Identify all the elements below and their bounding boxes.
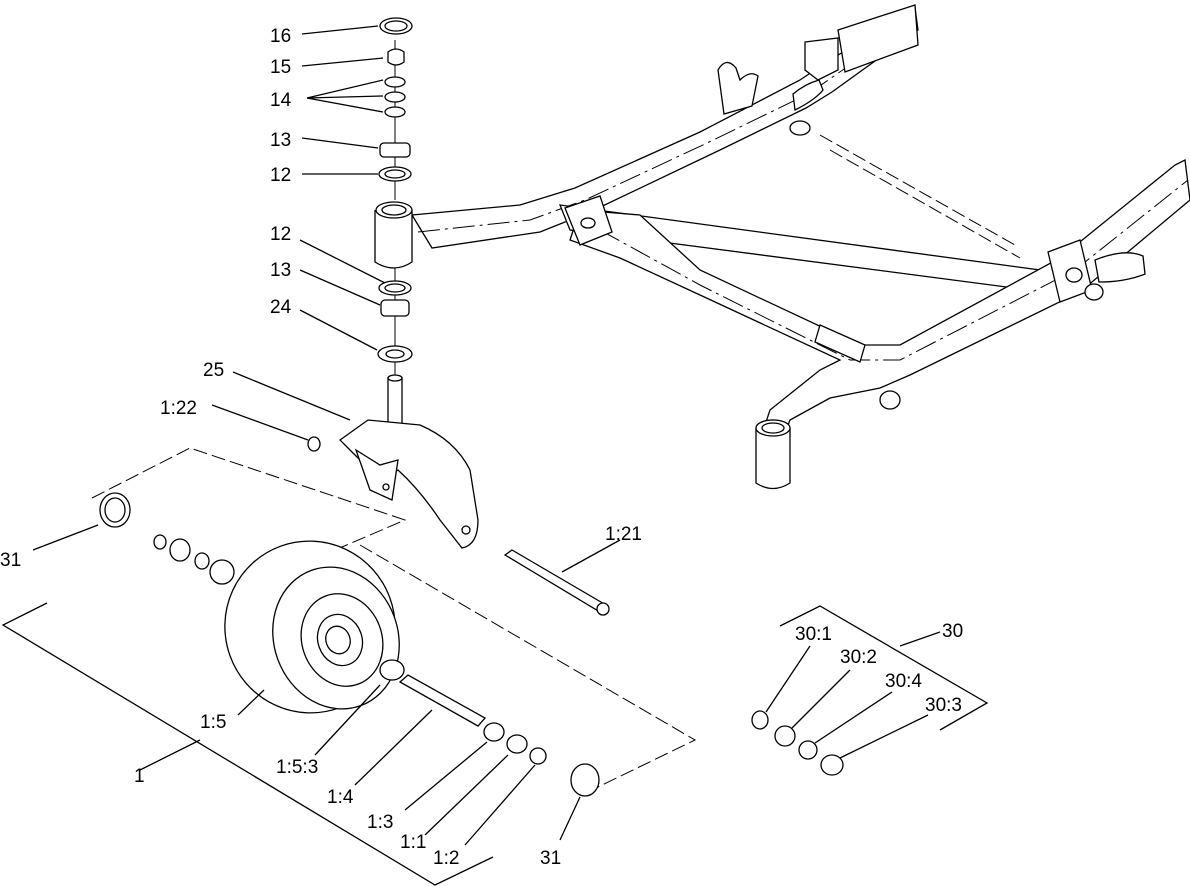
callout-1-22: 1:22	[160, 398, 197, 419]
callout-16: 16	[270, 26, 291, 47]
callout-25: 25	[203, 360, 224, 381]
callout-30-2: 30:2	[840, 647, 877, 668]
caster-spindle-stack	[374, 17, 413, 375]
part-1-5-3-bushing	[379, 659, 405, 681]
callout-31-left: 31	[0, 550, 21, 571]
wheel-assembly	[91, 447, 697, 797]
part-1-2-cone	[529, 747, 547, 765]
callout-1-2: 1:2	[433, 848, 459, 869]
callout-1-5: 1:5	[200, 712, 226, 733]
part-15-nut	[387, 48, 405, 66]
callout-1-21: 1:21	[605, 524, 642, 545]
callout-12-upper: 12	[270, 165, 291, 186]
callout-30: 30	[942, 621, 963, 642]
callout-1: 1	[134, 766, 145, 787]
callout-14: 14	[270, 90, 292, 111]
leader-lines	[32, 25, 941, 846]
callout-1-3: 1:3	[367, 812, 393, 833]
callout-1-4: 1:4	[327, 787, 354, 808]
part-13-bearing	[379, 142, 411, 158]
callout-13-upper: 13	[270, 130, 291, 151]
caster-tube	[374, 210, 413, 269]
callout-30-1: 30:1	[795, 624, 832, 645]
callout-30-3: 30:3	[925, 695, 962, 716]
callout-labels: 16 15 14 13 12 12 13 24 25 1:22 31 1:21 …	[0, 26, 963, 869]
callout-1-5-3: 1:5:3	[276, 757, 318, 778]
assembly-brackets	[1, 602, 989, 886]
part-31-spacer-right	[570, 763, 600, 797]
part-25-caster-fork	[307, 374, 479, 549]
callout-24: 24	[270, 297, 292, 318]
callout-12-lower: 12	[270, 224, 291, 245]
main-frame	[410, 4, 1190, 490]
callout-30-4: 30:4	[885, 671, 922, 692]
callout-31-right: 31	[540, 848, 561, 869]
part-1-1-seal	[506, 734, 528, 754]
callout-15: 15	[270, 57, 291, 78]
part-1-22-fitting	[307, 436, 321, 452]
kit-30-parts	[751, 710, 844, 776]
part-1-4-spacer-tube	[398, 674, 487, 727]
callout-1-1: 1:1	[400, 832, 426, 853]
part-1-3-bearing	[483, 722, 505, 742]
callout-13-lower: 13	[270, 260, 291, 281]
